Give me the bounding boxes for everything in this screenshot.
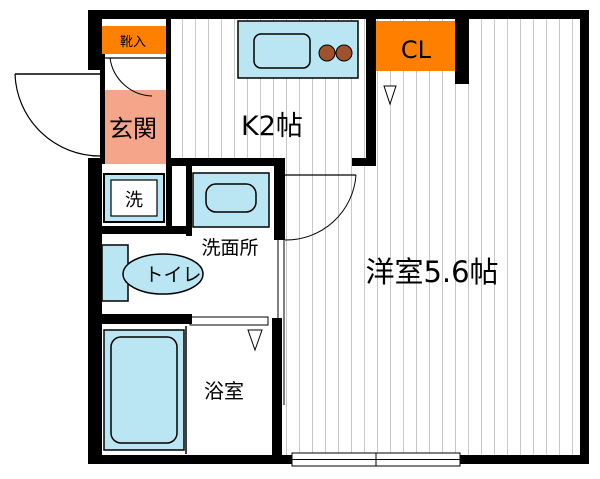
bathroom-door-marker: [247, 329, 263, 352]
closet-label: CL: [401, 36, 432, 64]
wall-closet-right: [455, 18, 469, 84]
room-door-swing: [284, 174, 357, 241]
wall-kitchen-bottom: [170, 158, 285, 166]
wall-washroom-top: [100, 226, 190, 234]
wall-left-lower: [88, 158, 102, 464]
entrance-left-wall: [100, 54, 105, 164]
wall-washer-right: [166, 160, 172, 226]
toilet-bowl-icon: [122, 253, 204, 295]
sink-icon: [253, 33, 311, 69]
wall-top: [88, 10, 588, 19]
wall-right: [580, 10, 589, 464]
storage-door-swing: [109, 57, 153, 97]
entrance-label: 玄関: [109, 115, 157, 143]
wall-washroom-right: [274, 160, 285, 240]
wall-bathroom-right: [272, 318, 282, 455]
wall-toilet-bottom: [100, 314, 192, 324]
washbasin-icon: [205, 183, 257, 213]
wall-washroom-mid: [186, 160, 192, 236]
kitchen-label: K2帖: [241, 111, 303, 142]
bathroom-door: [189, 316, 269, 326]
wall-kitchen-bottom-right: [352, 158, 366, 166]
entrance-door-swing: [14, 73, 101, 157]
wall-kitchen-entrance: [166, 18, 171, 164]
entrance-floor: [104, 90, 166, 164]
wall-room-divider: [366, 18, 376, 166]
bathroom-label: 浴室: [204, 379, 244, 403]
wall-left-upper: [88, 10, 102, 70]
shoe-storage: [100, 26, 166, 54]
bathtub-basin-icon: [110, 336, 178, 444]
western-room-label: 洋室5.6帖: [365, 255, 498, 289]
closet: [376, 21, 456, 71]
shoe-storage-label: 靴入: [120, 35, 146, 50]
stove-burner-icon: [318, 44, 336, 62]
washroom-label: 洗面所: [201, 237, 258, 259]
stove-burner-icon: [335, 44, 353, 62]
closet-door-marker: [383, 85, 397, 106]
washer-box: [110, 179, 158, 217]
washer-label: 洗: [125, 190, 143, 211]
toilet-label: トイレ: [144, 264, 201, 286]
